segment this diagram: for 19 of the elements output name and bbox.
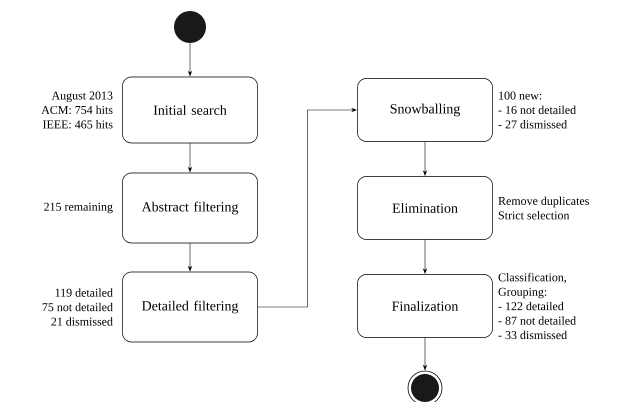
start-dot bbox=[174, 11, 206, 43]
state-box: Detailed filtering bbox=[122, 272, 258, 342]
note-text: 100 new: - 16 not detailed - 27 dismissed bbox=[498, 92, 576, 128]
state-box: Abstract filtering bbox=[122, 172, 258, 244]
end-dot bbox=[408, 370, 442, 402]
state-box: Finalization bbox=[357, 274, 493, 338]
note-text: Remove duplicates Strict selection bbox=[498, 196, 589, 220]
state-box: Elimination bbox=[357, 176, 493, 240]
state-box: Snowballing bbox=[357, 78, 493, 142]
node-label: - 122 detailed bbox=[498, 302, 564, 310]
node-label: Grouping: bbox=[498, 288, 546, 298]
note-text: Classification, Grouping: - 122 detailed - 87 not detailed - 33 dismissed bbox=[498, 272, 576, 340]
note-text: 119 detailed 75 not detailed 21 dismissed bbox=[42, 288, 113, 326]
note-text: 215 remaining bbox=[44, 202, 113, 214]
note-text: August 2013 ACM: 754 hits IEEE: 465 hits bbox=[41, 92, 113, 128]
node-label: - 33 dismissed bbox=[498, 330, 567, 340]
state-box: Initial search bbox=[122, 76, 258, 144]
node-label: - 87 not detailed bbox=[498, 316, 576, 325]
node-label: Classification, bbox=[498, 272, 566, 284]
